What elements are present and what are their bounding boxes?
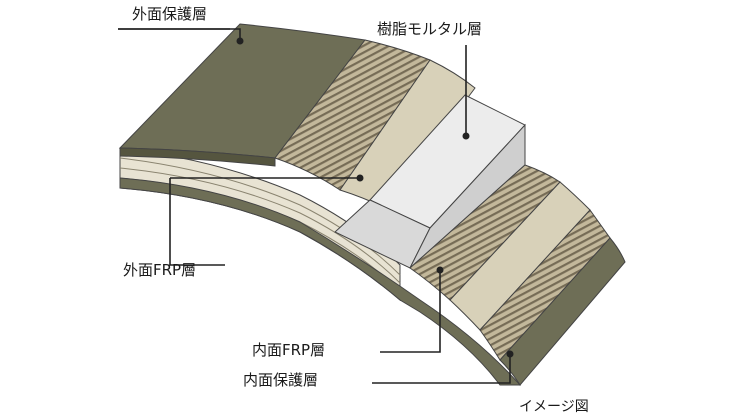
label-resin-mortar-layer: 樹脂モルタル層: [377, 20, 483, 38]
caption-image-diagram: イメージ図: [519, 399, 589, 415]
outer-protective-front: [119, 147, 276, 167]
label-inner-protective-layer: 内面保護層: [243, 371, 319, 389]
inner-protective-layer: [499, 237, 626, 386]
leader-dots: [236, 37, 514, 358]
label-outer-protective-layer: 外面保護層: [132, 5, 208, 23]
label-outer-frp-layer: 外面FRP層: [123, 261, 197, 279]
ribbed-band-2: [339, 59, 476, 209]
label-inner-frp-layer: 内面FRP層: [252, 341, 326, 359]
leader-lines: [118, 28, 511, 384]
